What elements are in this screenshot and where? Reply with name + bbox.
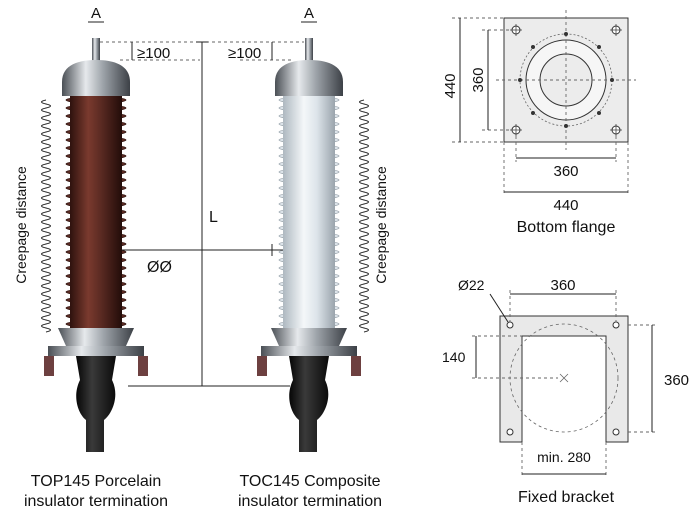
porcelain-caption-line1: TOP145 Porcelain — [30, 473, 162, 490]
bracket-hole — [506, 321, 514, 329]
flange-inner-width-label: 360 — [553, 163, 578, 180]
composite-cable-body — [289, 356, 329, 452]
composite-caption-line1: TOC145 Composite — [239, 473, 381, 490]
creepage-wave-right — [359, 99, 369, 333]
flange-bolt-hole — [597, 111, 601, 115]
bracket-hole — [612, 428, 620, 436]
flange-outer-width-label: 440 — [553, 197, 578, 214]
bracket-offset-label: 140 — [442, 349, 466, 365]
composite-top-cap — [275, 60, 343, 82]
flange-bolt-hole — [531, 111, 535, 115]
porcelain-body — [70, 96, 122, 328]
composite-top-stud — [305, 38, 313, 68]
flange-bolt-hole — [610, 78, 614, 82]
porcelain-cap-ring — [62, 82, 130, 96]
composite-left-insulator — [257, 356, 267, 376]
porcelain-caption-line2: insulator termination — [23, 493, 169, 510]
bottom-flange-drawing: 440 360 360 440 — [442, 10, 636, 214]
composite-caption: TOC145 Composite insulator termination — [212, 472, 408, 512]
creepage-wave-left — [41, 99, 51, 333]
flange-bolt-hole — [518, 78, 522, 82]
porcelain-a-label: A — [91, 5, 101, 22]
bracket-hole — [506, 428, 514, 436]
bracket-hole-leader — [489, 293, 509, 323]
fixed-bracket-drawing: Ø22 360 360 140 min. 280 — [442, 277, 689, 478]
flange-bolt-hole — [597, 45, 601, 49]
composite-a-label: A — [304, 5, 314, 22]
bracket-min-opening-label: min. 280 — [537, 449, 591, 465]
flange-bolt-hole — [531, 45, 535, 49]
porcelain-top-stud — [92, 38, 100, 68]
diameter-label: ØØ — [147, 259, 172, 276]
porcelain-base-flange — [48, 346, 144, 356]
creepage-label-left: Creepage distance — [13, 166, 29, 284]
composite-termination — [257, 38, 361, 452]
flange-bolt-hole — [564, 124, 568, 128]
flange-corner-hole — [610, 24, 622, 36]
porcelain-top-cap — [62, 60, 130, 82]
flange-outer-height-label: 440 — [442, 73, 459, 98]
porcelain-base-cone — [58, 328, 134, 346]
composite-caption-line2: insulator termination — [237, 493, 383, 510]
porcelain-clearance-label: ≥100 — [137, 45, 170, 62]
composite-cap-ring — [275, 82, 343, 96]
flange-center-bore — [539, 53, 593, 107]
composite-right-insulator — [351, 356, 361, 376]
bracket-top-width-label: 360 — [550, 277, 575, 294]
creepage-label-right: Creepage distance — [373, 166, 389, 284]
porcelain-left-insulator — [44, 356, 54, 376]
flange-bolt-hole — [564, 32, 568, 36]
porcelain-cable-body — [76, 356, 116, 452]
composite-base-flange — [261, 346, 357, 356]
composite-clearance-label: ≥100 — [228, 45, 261, 62]
composite-body — [283, 96, 335, 328]
length-label: L — [209, 209, 218, 226]
flange-inner-height-label: 360 — [470, 67, 487, 92]
porcelain-caption: TOP145 Porcelain insulator termination — [0, 472, 192, 512]
porcelain-right-insulator — [138, 356, 148, 376]
bracket-hole-diameter-label: Ø22 — [458, 277, 485, 293]
porcelain-termination — [44, 38, 148, 452]
bracket-hole — [612, 321, 620, 329]
bottom-flange-caption: Bottom flange — [516, 219, 616, 236]
bracket-center-mark — [559, 373, 569, 383]
bracket-height-label: 360 — [664, 372, 689, 389]
fixed-bracket-caption: Fixed bracket — [517, 489, 615, 506]
composite-base-cone — [271, 328, 347, 346]
bracket-plate — [499, 315, 629, 443]
